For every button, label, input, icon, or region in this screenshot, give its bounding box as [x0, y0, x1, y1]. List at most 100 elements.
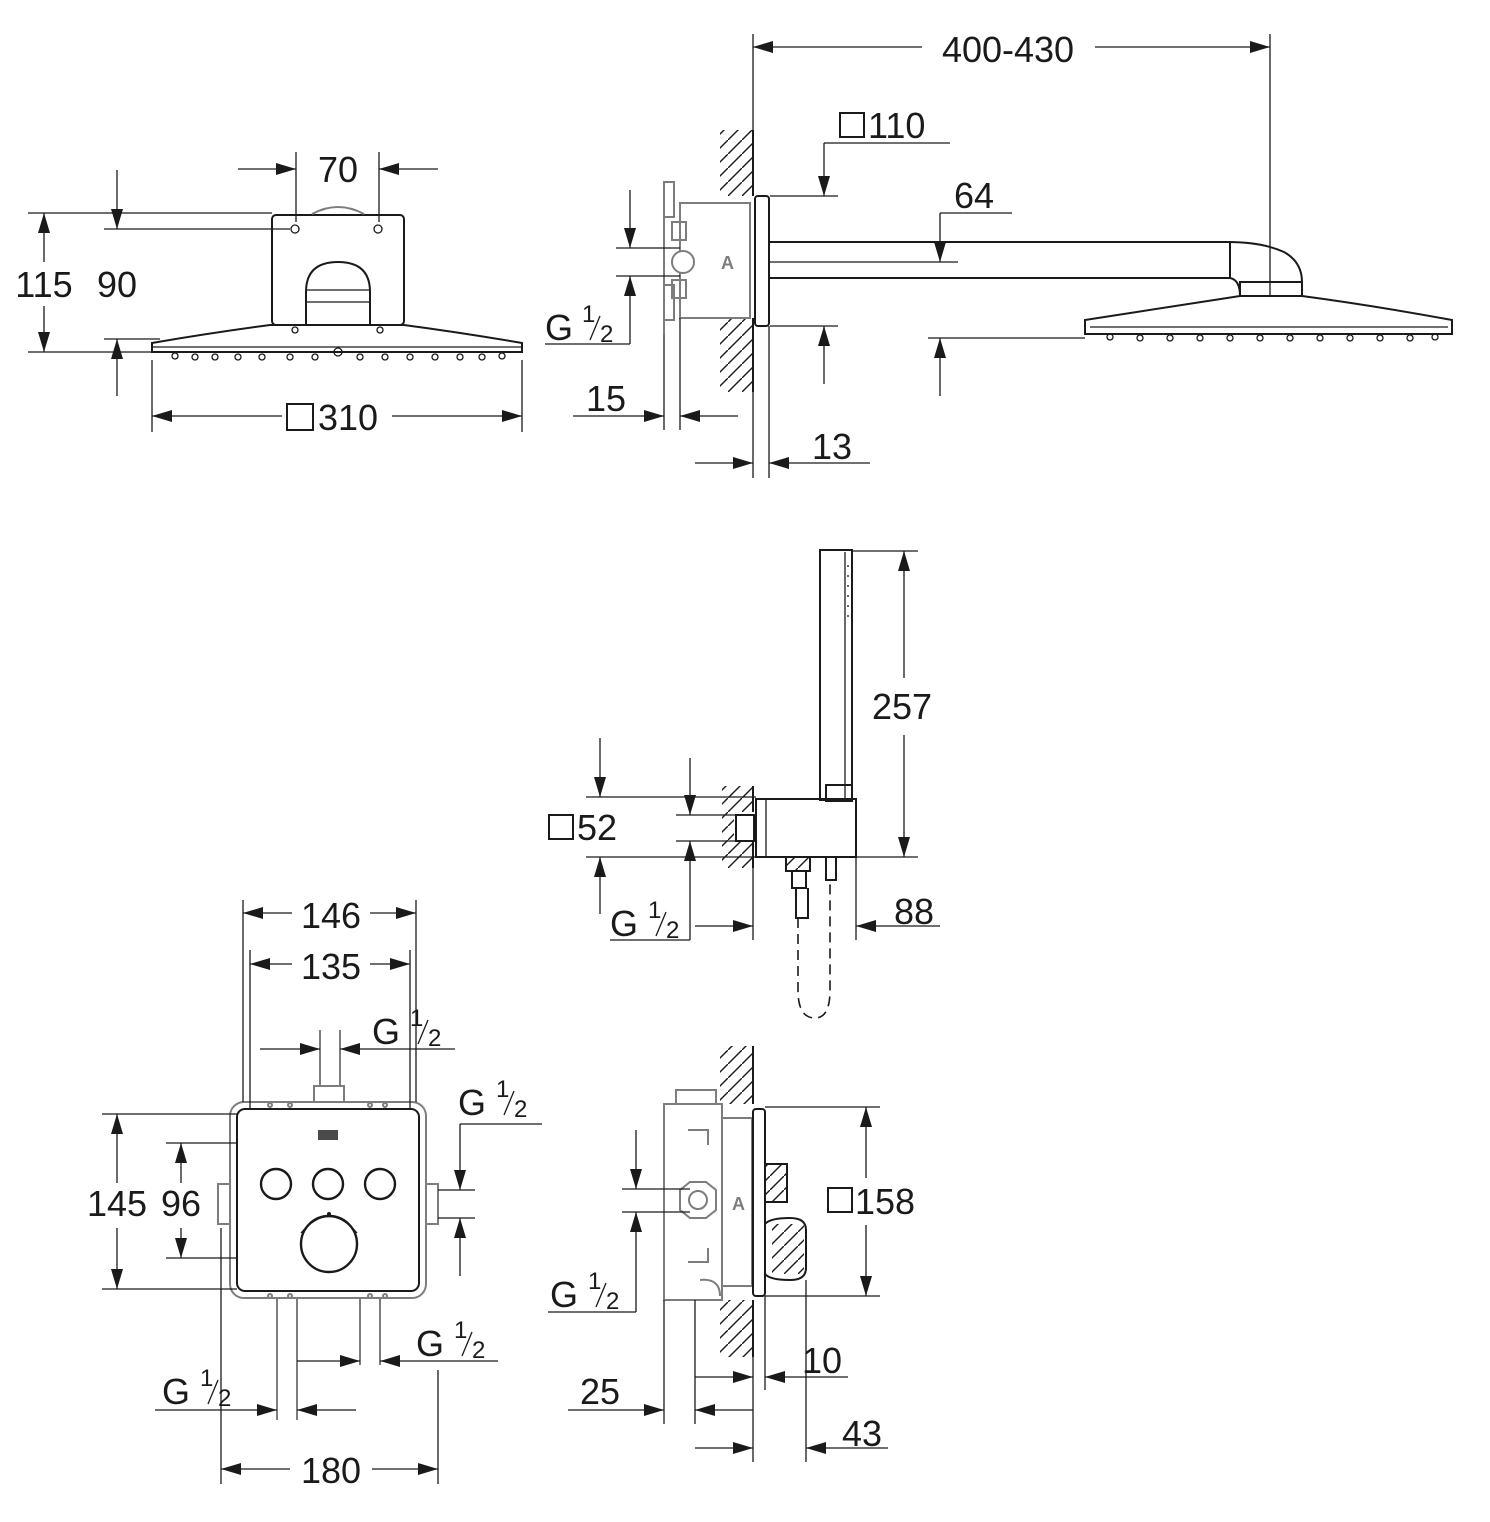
- arrow: [898, 551, 910, 571]
- arrow: [175, 1143, 187, 1163]
- arm-elbow: [1229, 242, 1241, 297]
- g-thread-label: G: [610, 903, 638, 944]
- body-clip-top: [663, 181, 675, 218]
- dim-90-label: 90: [97, 264, 137, 305]
- arrow: [644, 410, 664, 422]
- arrow: [111, 1269, 123, 1289]
- arrow: [856, 920, 876, 932]
- body-letter-a: A: [732, 1194, 745, 1214]
- hose-fitting: [791, 871, 807, 889]
- g-bl-denominator: 2: [218, 1385, 231, 1412]
- arrow: [860, 1107, 872, 1127]
- inlet-port: [671, 250, 695, 274]
- wall-connector: [735, 814, 755, 842]
- fraction-slash: [503, 1090, 515, 1116]
- g-br-label: G: [416, 1323, 444, 1364]
- arrow: [111, 339, 123, 359]
- dim-110-label: 110: [868, 105, 925, 146]
- arrow: [765, 1371, 785, 1383]
- push-button-1: [259, 1167, 293, 1201]
- dim-52-label: 52: [577, 807, 617, 848]
- arrow: [630, 1169, 642, 1189]
- arrow: [818, 176, 830, 196]
- square-symbol: [839, 112, 865, 138]
- g-thread-denominator: 2: [600, 321, 613, 348]
- arrow: [733, 457, 753, 469]
- arrow: [340, 1355, 360, 1367]
- dim-135-label: 135: [301, 946, 361, 987]
- g-top-label: G: [372, 1011, 400, 1052]
- body-tab-1: [671, 221, 687, 241]
- brand-logo: [318, 1130, 338, 1140]
- hand-shower-body: [819, 549, 853, 801]
- shower-head-disk: [151, 324, 523, 353]
- push-button-3: [363, 1167, 397, 1201]
- arrow: [644, 1404, 664, 1416]
- top-inlet-stub: [313, 1085, 345, 1103]
- arrow: [380, 1355, 400, 1367]
- arrow: [276, 163, 296, 175]
- dim-70-label: 70: [318, 149, 358, 190]
- hand-shower-view: 257 52 G 1 2 88: [548, 549, 940, 1019]
- g-thread-label: G: [550, 1274, 578, 1315]
- arrow: [454, 1218, 466, 1238]
- arrow: [934, 338, 946, 358]
- dim-146-label: 146: [301, 895, 361, 936]
- g-thread-denominator: 2: [606, 1288, 619, 1315]
- g-thread-label: G: [545, 307, 573, 348]
- screw-right: [376, 326, 384, 334]
- head-shower-side-view: A 400-430 110: [545, 29, 1453, 478]
- arrow: [502, 410, 522, 422]
- knob-side: [764, 1216, 807, 1282]
- arrow: [594, 777, 606, 797]
- box-screws: [267, 1102, 388, 1299]
- arrow: [38, 332, 50, 352]
- shower-arm-bulb: [305, 260, 371, 325]
- arrow: [594, 857, 606, 877]
- shower-outlet: [825, 857, 837, 881]
- arrow: [733, 1371, 753, 1383]
- g-bl-label: G: [162, 1371, 190, 1412]
- arrow: [624, 228, 636, 248]
- arrow: [297, 1404, 317, 1416]
- dim-15-label: 15: [586, 378, 626, 419]
- g-bl-numerator: 1: [200, 1365, 213, 1392]
- dim-13-label: 13: [812, 426, 852, 467]
- arrow: [860, 1276, 872, 1296]
- dim-10-label: 10: [802, 1340, 842, 1381]
- arrow: [806, 1442, 826, 1454]
- hose-dashed: [797, 880, 831, 1019]
- mounting-hole-right: [373, 224, 383, 234]
- g-right-numerator: 1: [496, 1076, 509, 1103]
- head-neck: [1239, 281, 1303, 297]
- wall-cutout: [710, 1104, 756, 1300]
- push-button-2: [311, 1167, 345, 1201]
- arrow: [630, 1212, 642, 1232]
- body-clips: [688, 1129, 709, 1263]
- arrow: [418, 1463, 438, 1475]
- arrow: [680, 410, 700, 422]
- knob-knurl: [772, 1224, 804, 1274]
- square-symbol: [827, 1187, 853, 1213]
- g-thread-numerator: 1: [588, 1268, 601, 1295]
- arrow: [38, 213, 50, 233]
- thermostat-side-view: A 158 G 1 2: [548, 1046, 915, 1462]
- holder-block: [755, 798, 857, 858]
- dim-88-label: 88: [894, 891, 934, 932]
- arrow: [390, 958, 410, 970]
- nozzle-dots: [171, 347, 506, 361]
- fraction-slash: [655, 911, 667, 937]
- arrow: [111, 1114, 123, 1134]
- dim-310-label: 310: [318, 397, 378, 438]
- body-top-cap: [675, 1089, 717, 1105]
- fraction-slash: [589, 315, 601, 341]
- dim-115-label: 115: [15, 264, 72, 305]
- hose-stem: [795, 888, 809, 919]
- fraction-slash: [461, 1331, 473, 1357]
- arrow: [454, 1170, 466, 1190]
- arrow: [152, 410, 172, 422]
- fraction-slash: [207, 1379, 219, 1405]
- right-side-port: [425, 1183, 439, 1225]
- arrow: [684, 795, 696, 815]
- arrow: [111, 209, 123, 229]
